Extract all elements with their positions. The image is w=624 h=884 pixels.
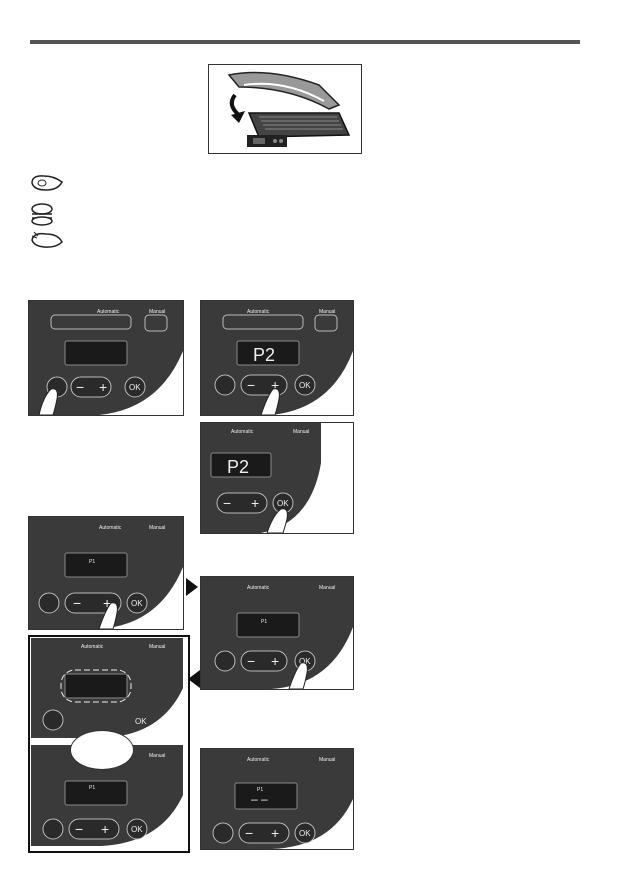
- svg-text:+[interactable]: +: [251, 495, 259, 511]
- svg-text:+[interactable]: +: [103, 595, 111, 611]
- svg-text:Automatic: Automatic: [247, 309, 270, 315]
- svg-text:Manual: Manual: [319, 585, 335, 591]
- svg-text:−[interactable]: −: [73, 595, 81, 611]
- svg-text:+[interactable]: +: [271, 377, 279, 393]
- manual-label: Manual: [149, 309, 165, 315]
- panel-step-manual: Automatic Manual P1 − + OK: [28, 516, 184, 630]
- chicken-icon: [28, 228, 66, 250]
- grill-illustration: [208, 64, 362, 154]
- panel-step-cooking: Automatic Manual P1 – – − + OK: [200, 748, 354, 850]
- svg-text:Automatic: Automatic: [231, 429, 254, 435]
- steak-icon: [28, 172, 66, 194]
- svg-text:−[interactable]: −: [75, 821, 83, 837]
- svg-text:Manual: Manual: [149, 525, 165, 531]
- svg-text:OK[interactable]: OK: [131, 825, 143, 834]
- ok-button[interactable]: OK: [129, 383, 141, 392]
- top-rule: [30, 40, 580, 44]
- svg-text:OK[interactable]: OK: [299, 657, 311, 666]
- panel-result-flash: Automatic Manual OK: [31, 638, 183, 738]
- svg-text:P1: P1: [261, 619, 267, 625]
- burger-icon: [28, 202, 66, 226]
- svg-text:−[interactable]: −: [247, 377, 255, 393]
- svg-text:Manual: Manual: [149, 644, 165, 650]
- svg-text:+[interactable]: +: [271, 825, 279, 841]
- callout-bubble: [70, 730, 134, 770]
- svg-text:Manual: Manual: [319, 309, 335, 315]
- panel-power-svg: Automatic Manual − + OK: [29, 301, 183, 415]
- svg-text:P1: P1: [257, 787, 263, 793]
- svg-text:Manual: Manual: [293, 429, 309, 435]
- dash-display: – –: [251, 792, 268, 806]
- svg-text:+[interactable]: +: [271, 653, 279, 669]
- svg-text:Manual: Manual: [319, 757, 335, 763]
- svg-text:Automatic: Automatic: [81, 644, 104, 650]
- finger-icon: [260, 388, 280, 415]
- finger-icon: [38, 388, 58, 415]
- minus-button[interactable]: −: [76, 379, 84, 395]
- svg-text:OK[interactable]: OK: [299, 381, 311, 390]
- svg-text:OK[interactable]: OK: [135, 717, 147, 726]
- panel-step-ok: Automatic Manual P2 − + OK: [200, 422, 354, 534]
- svg-text:Automatic: Automatic: [99, 525, 122, 531]
- svg-text:Automatic: Automatic: [247, 585, 270, 591]
- panel-step-power: Automatic Manual − + OK: [28, 300, 184, 416]
- svg-text:Automatic: Automatic: [247, 757, 270, 763]
- svg-text:OK[interactable]: OK: [131, 599, 143, 608]
- svg-text:−[interactable]: −: [247, 653, 255, 669]
- svg-text:OK[interactable]: OK: [277, 499, 289, 508]
- svg-text:−[interactable]: −: [245, 825, 253, 841]
- svg-text:+[interactable]: +: [101, 821, 109, 837]
- arrow-right-icon: [186, 578, 198, 596]
- svg-text:OK[interactable]: OK: [299, 829, 311, 838]
- svg-text:P1: P1: [89, 559, 95, 565]
- panel-step-ok2: Automatic Manual P1 − + OK: [200, 576, 354, 690]
- automatic-label: Automatic: [97, 309, 120, 315]
- arrow-left-icon: [188, 670, 200, 688]
- svg-text:P1: P1: [89, 785, 95, 791]
- svg-text:Manual: Manual: [149, 753, 165, 759]
- program-display: P2: [253, 345, 275, 365]
- panel-step-plus: Automatic Manual P2 − + OK: [200, 300, 354, 416]
- result-frame: [28, 635, 190, 853]
- svg-text:−[interactable]: −: [223, 495, 231, 511]
- plus-button[interactable]: +: [99, 379, 107, 395]
- svg-text:P2: P2: [227, 457, 249, 477]
